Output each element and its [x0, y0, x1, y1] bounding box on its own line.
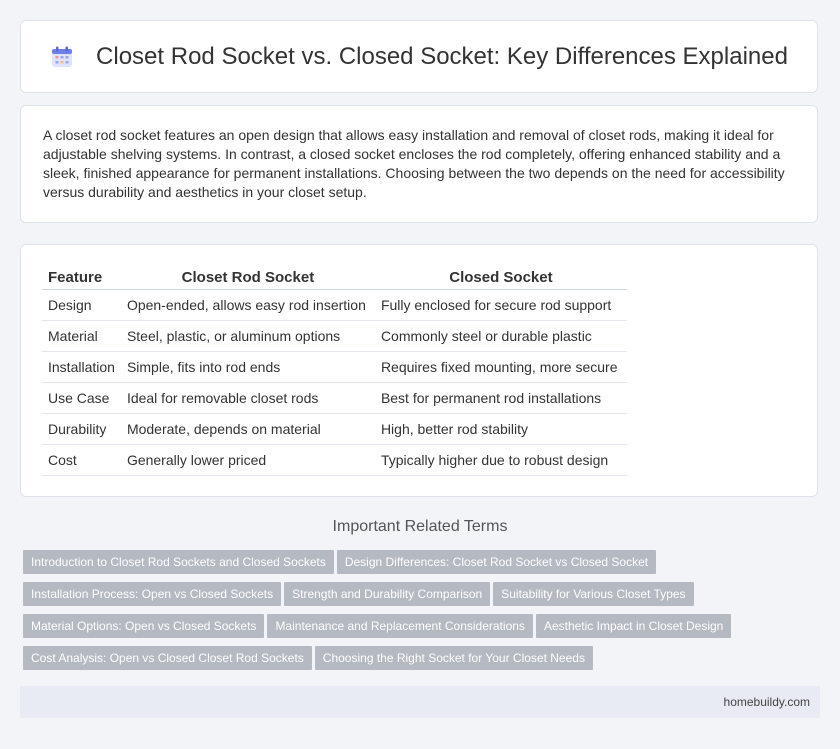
- column-header-closed-socket: Closed Socket: [374, 265, 627, 290]
- table-row: Installation Simple, fits into rod ends …: [42, 352, 627, 383]
- table-row: Material Steel, plastic, or aluminum opt…: [42, 321, 627, 352]
- table-row: Durability Moderate, depends on material…: [42, 414, 627, 445]
- table-cell: Ideal for removable closet rods: [120, 383, 375, 414]
- table-cell: Best for permanent rod installations: [374, 383, 627, 414]
- table-header-row: Feature Closet Rod Socket Closed Socket: [42, 265, 627, 290]
- title-card: Closet Rod Socket vs. Closed Socket: Key…: [20, 20, 818, 93]
- intro-paragraph: A closet rod socket features an open des…: [43, 127, 785, 200]
- related-term-tag[interactable]: Introduction to Closet Rod Sockets and C…: [23, 550, 334, 574]
- related-terms-heading: Important Related Terms: [332, 518, 508, 535]
- related-term-tag[interactable]: Aesthetic Impact in Closet Design: [535, 614, 732, 638]
- column-header-feature: Feature: [42, 265, 121, 290]
- table-cell: Durability: [42, 414, 121, 445]
- related-term-tag[interactable]: Material Options: Open vs Closed Sockets: [23, 614, 265, 638]
- table-cell: Generally lower priced: [120, 445, 375, 476]
- comparison-table: Feature Closet Rod Socket Closed Socket …: [42, 265, 627, 476]
- related-term-tag[interactable]: Choosing the Right Socket for Your Close…: [314, 646, 593, 670]
- related-term-tag[interactable]: Strength and Durability Comparison: [284, 582, 491, 606]
- related-term-tag[interactable]: Design Differences: Closet Rod Socket vs…: [336, 550, 657, 574]
- table-cell: High, better rod stability: [374, 414, 627, 445]
- table-cell: Design: [42, 290, 121, 321]
- calendar-icon: [50, 45, 74, 69]
- table-row: Use Case Ideal for removable closet rods…: [42, 383, 627, 414]
- table-cell: Simple, fits into rod ends: [120, 352, 375, 383]
- table-cell: Cost: [42, 445, 121, 476]
- table-cell: Commonly steel or durable plastic: [374, 321, 627, 352]
- table-cell: Material: [42, 321, 121, 352]
- site-link[interactable]: homebuildy.com: [723, 695, 810, 709]
- related-term-tag[interactable]: Maintenance and Replacement Consideratio…: [267, 614, 533, 638]
- column-header-closet-rod-socket: Closet Rod Socket: [120, 265, 375, 290]
- intro-card: A closet rod socket features an open des…: [20, 105, 818, 223]
- table-row: Cost Generally lower priced Typically hi…: [42, 445, 627, 476]
- table-cell: Open-ended, allows easy rod insertion: [120, 290, 375, 321]
- table-row: Design Open-ended, allows easy rod inser…: [42, 290, 627, 321]
- table-cell: Moderate, depends on material: [120, 414, 375, 445]
- table-cell: Steel, plastic, or aluminum options: [120, 321, 375, 352]
- related-terms-list: Introduction to Closet Rod Sockets and C…: [23, 550, 823, 678]
- table-cell: Use Case: [42, 383, 121, 414]
- related-term-tag[interactable]: Installation Process: Open vs Closed Soc…: [23, 582, 282, 606]
- comparison-table-card: Feature Closet Rod Socket Closed Socket …: [20, 244, 818, 497]
- footer: homebuildy.com: [20, 686, 820, 718]
- table-cell: Requires fixed mounting, more secure: [374, 352, 627, 383]
- related-term-tag[interactable]: Suitability for Various Closet Types: [493, 582, 694, 606]
- table-cell: Typically higher due to robust design: [374, 445, 627, 476]
- related-term-tag[interactable]: Cost Analysis: Open vs Closed Closet Rod…: [23, 646, 312, 670]
- table-cell: Fully enclosed for secure rod support: [374, 290, 627, 321]
- table-cell: Installation: [42, 352, 121, 383]
- page-title: Closet Rod Socket vs. Closed Socket: Key…: [96, 42, 788, 70]
